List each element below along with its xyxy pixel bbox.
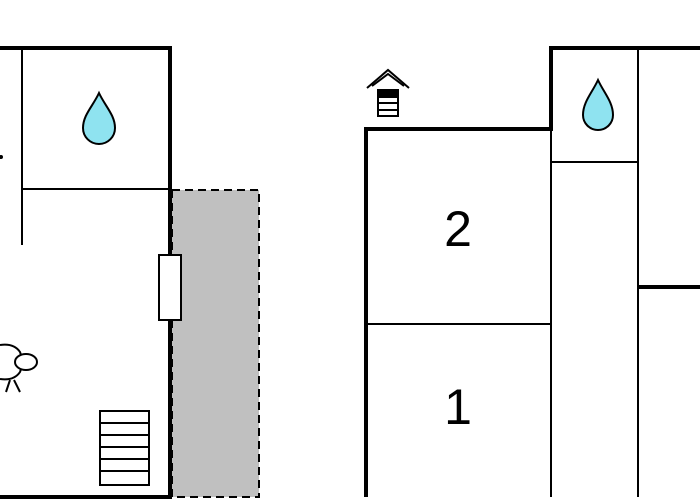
- right-unit-outer-wall: [364, 46, 700, 497]
- terrace-area: [171, 189, 260, 498]
- water-drop-icon: [81, 90, 117, 145]
- roof-stairs-icon: [366, 68, 410, 117]
- door-icon: [158, 254, 182, 321]
- wall-mark: [0, 155, 3, 159]
- armchair-icon: [0, 343, 38, 393]
- stairs-icon: [99, 410, 150, 486]
- room-label-bedroom-2: 2: [444, 201, 472, 257]
- water-drop-icon: [581, 77, 615, 131]
- room-label-bedroom-1: 1: [444, 379, 472, 435]
